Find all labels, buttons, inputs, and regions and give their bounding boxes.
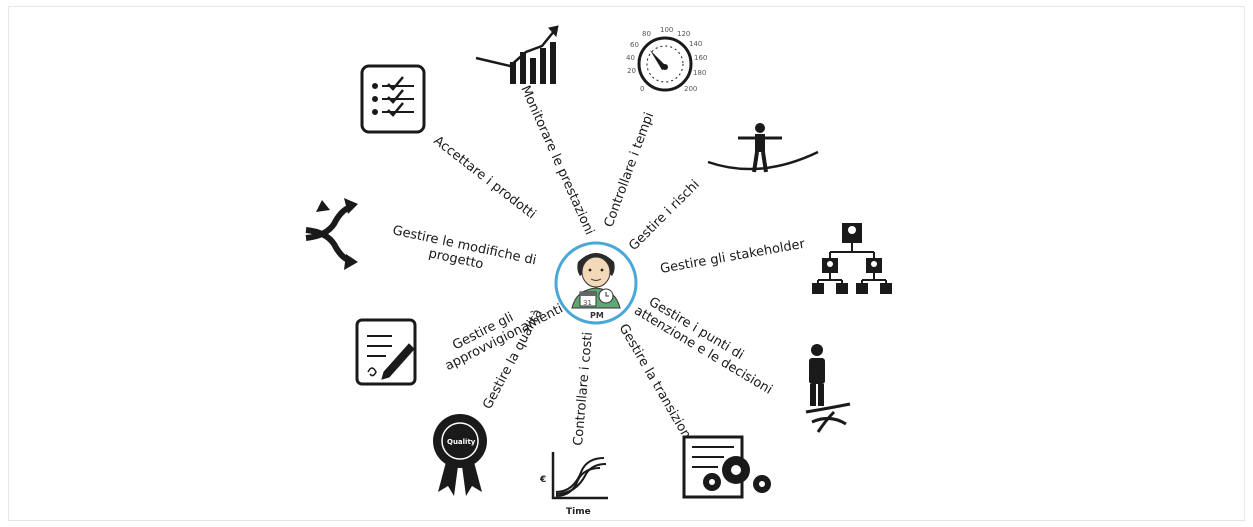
svg-text:100: 100 — [660, 26, 673, 34]
label-gestire-rischi: Gestire i rischi — [626, 177, 703, 254]
svg-text:200: 200 — [684, 85, 697, 93]
svg-text:€: € — [539, 475, 546, 485]
svg-text:160: 160 — [694, 54, 707, 62]
checklist-icon — [360, 64, 426, 134]
pm-caption: PM — [590, 311, 604, 320]
svg-text:80: 80 — [642, 30, 651, 38]
svg-text:40: 40 — [626, 54, 635, 62]
branching-arrows-icon — [305, 198, 358, 270]
speedometer-icon: 0 20 40 60 80 100 120 140 160 180 200 — [626, 26, 707, 93]
pm-avatar: 31 PM — [554, 241, 638, 325]
svg-text:0: 0 — [640, 85, 644, 93]
svg-text:120: 120 — [677, 30, 690, 38]
org-chart-icon — [812, 223, 892, 294]
svg-text:Quality: Quality — [447, 438, 476, 446]
svg-text:180: 180 — [693, 69, 706, 77]
svg-text:140: 140 — [689, 40, 702, 48]
gears-document-icon — [682, 435, 771, 499]
svg-text:20: 20 — [627, 67, 636, 75]
label-gestire-modifiche-progetto: Gestire le modifiche di progetto — [388, 223, 542, 284]
label-gestire-approvvigionamenti: Gestire gli approvvigionamenti — [436, 288, 566, 374]
signature-form-icon — [355, 318, 417, 386]
cost-curve-chart-icon: Time € — [539, 452, 608, 517]
quality-badge-icon: Quality — [433, 414, 487, 496]
label-accettare-prodotti: Accettare i prodotti — [431, 133, 539, 222]
crossroads-person-icon — [805, 344, 851, 433]
label-controllare-tempi: Controllare i tempi — [602, 110, 658, 229]
bar-chart-trend-icon — [475, 25, 559, 84]
svg-text:Time: Time — [566, 507, 591, 517]
calendar-day: 31 — [583, 299, 592, 307]
tightrope-walker-icon — [707, 123, 819, 173]
svg-text:60: 60 — [630, 41, 639, 49]
label-gestire-stakeholder: Gestire gli stakeholder — [659, 237, 807, 277]
label-controllare-costi: Controllare i costi — [571, 331, 596, 446]
